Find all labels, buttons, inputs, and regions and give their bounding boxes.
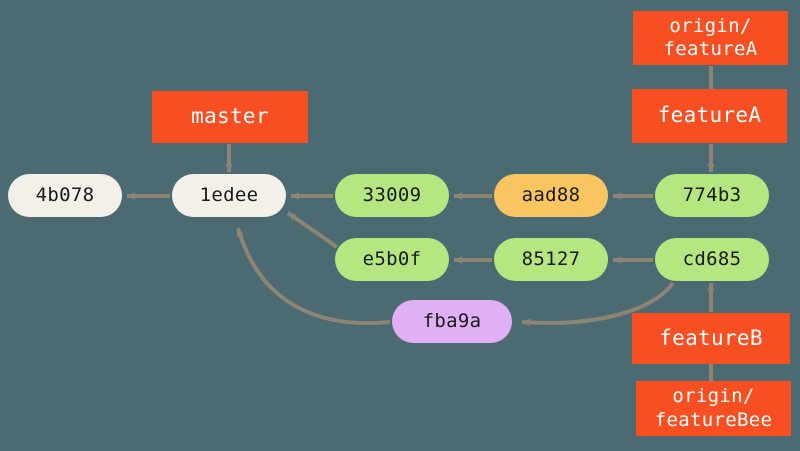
commit-label: fba9a [422,309,482,332]
commit-node-aad88[interactable]: aad88 [494,174,608,217]
commit-node-e5b0f[interactable]: e5b0f [335,238,449,281]
branch-label-featureA[interactable]: featureA [632,89,787,143]
commit-node-fba9a[interactable]: fba9a [392,300,512,343]
commit-label: 4b078 [35,183,95,206]
commit-node-85127[interactable]: 85127 [494,238,608,281]
branch-label-text: origin/ featureA [663,14,758,60]
commit-label: e5b0f [362,247,422,270]
commit-node-4b078[interactable]: 4b078 [8,174,122,217]
commit-node-33009[interactable]: 33009 [335,174,449,217]
branch-label-text: master [191,104,269,129]
branch-label-origin-featureA[interactable]: origin/ featureA [633,11,788,65]
commit-label: 1edee [199,183,259,206]
edge-e5b0f-to-1edee [286,211,339,249]
commit-label: 85127 [521,247,581,270]
branch-label-origin-featureBee[interactable]: origin/ featureBee [636,381,791,436]
branch-label-featureB[interactable]: featureB [632,313,790,364]
commit-node-1edee[interactable]: 1edee [172,174,286,217]
commit-node-774b3[interactable]: 774b3 [655,174,769,217]
commit-label: cd685 [682,247,742,270]
commit-label: 774b3 [682,183,742,206]
branch-label-master[interactable]: master [152,91,308,143]
branch-label-text: origin/ featureBee [654,385,773,431]
branch-label-text: featureB [659,325,763,350]
commit-label: aad88 [521,183,581,206]
commit-label: 33009 [362,183,422,206]
branch-label-text: featureA [657,103,762,128]
commit-node-cd685[interactable]: cd685 [655,238,769,281]
